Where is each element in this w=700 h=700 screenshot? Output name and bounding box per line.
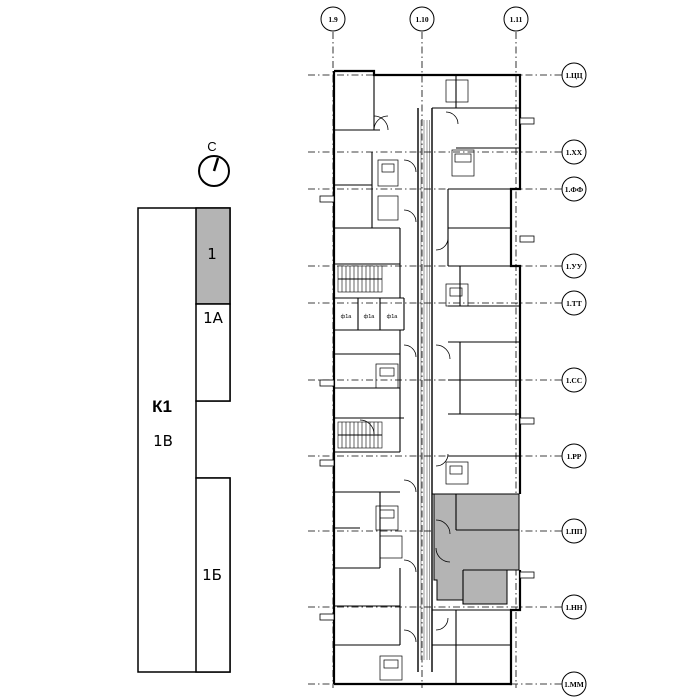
bathroom-fixtures — [375, 79, 475, 681]
highlighted-apartment[interactable] — [433, 493, 520, 605]
door-swings — [359, 111, 459, 643]
axis-bubble-cc: 1.ЦЦ — [561, 62, 587, 88]
axis-bubble-mm: 1.ММ — [561, 671, 587, 697]
axis-bubble-ff: 1.ФФ — [561, 176, 587, 202]
section-1[interactable] — [195, 207, 231, 305]
north-compass-icon: С — [198, 139, 230, 187]
room-label-1: ф1а — [341, 314, 353, 320]
axis-label-xx: 1.ХХ — [566, 148, 583, 157]
axis-label-1-11: 1.11 — [510, 15, 523, 24]
section-1b[interactable] — [195, 477, 231, 673]
axis-bubble-nn: 1.НН — [561, 594, 587, 620]
windows — [319, 117, 535, 621]
section-1a[interactable] — [195, 303, 231, 402]
building-label: К1 — [152, 397, 172, 416]
axis-label-nn: 1.НН — [565, 603, 582, 612]
axis-label-rr: 1.РР — [567, 452, 582, 461]
axis-label-mm: 1.ММ — [564, 680, 584, 689]
section-1b-label: 1Б — [202, 566, 222, 584]
staircase-lower — [337, 421, 383, 449]
corridor-hatch — [420, 120, 430, 660]
floor-plan: 1.9 1.10 1.11 1.ЦЦ 1.Х — [308, 6, 587, 697]
central-corridor — [417, 108, 433, 672]
axis-bubble-1-10: 1.10 — [409, 6, 435, 32]
compass-label: С — [207, 139, 216, 154]
room-label-3: ф1а — [387, 314, 399, 320]
axis-label-pp: 1.ПП — [565, 527, 582, 536]
axis-bubble-1-11: 1.11 — [503, 6, 529, 32]
axis-label-1-10: 1.10 — [415, 15, 428, 24]
room-label-2: ф1а — [364, 314, 376, 320]
section-1-label: 1 — [207, 245, 217, 263]
axis-label-ss: 1.СС — [566, 376, 582, 385]
axis-label-1-9: 1.9 — [328, 15, 338, 24]
horizontal-axes — [308, 74, 562, 685]
axis-bubble-rr: 1.РР — [561, 443, 587, 469]
axis-bubble-tt: 1.ТТ — [561, 290, 587, 316]
axis-bubble-1-9: 1.9 — [320, 6, 346, 32]
interior-walls-left — [334, 75, 405, 646]
key-plan: С 1 1А 1Б К1 1В — [137, 139, 231, 673]
staircase-upper — [337, 265, 383, 293]
section-1a-label: 1А — [203, 309, 224, 327]
axis-bubble-uu: 1.УУ — [561, 253, 587, 279]
axis-bubble-pp: 1.ПП — [561, 518, 587, 544]
axis-label-tt: 1.ТТ — [566, 299, 582, 308]
axis-label-uu: 1.УУ — [566, 262, 583, 271]
axis-bubble-xx: 1.ХХ — [561, 139, 587, 165]
axis-label-cc: 1.ЦЦ — [565, 71, 582, 80]
section-1v-label: 1В — [153, 432, 173, 450]
axis-bubble-ss: 1.СС — [561, 367, 587, 393]
axis-label-ff: 1.ФФ — [565, 185, 584, 194]
